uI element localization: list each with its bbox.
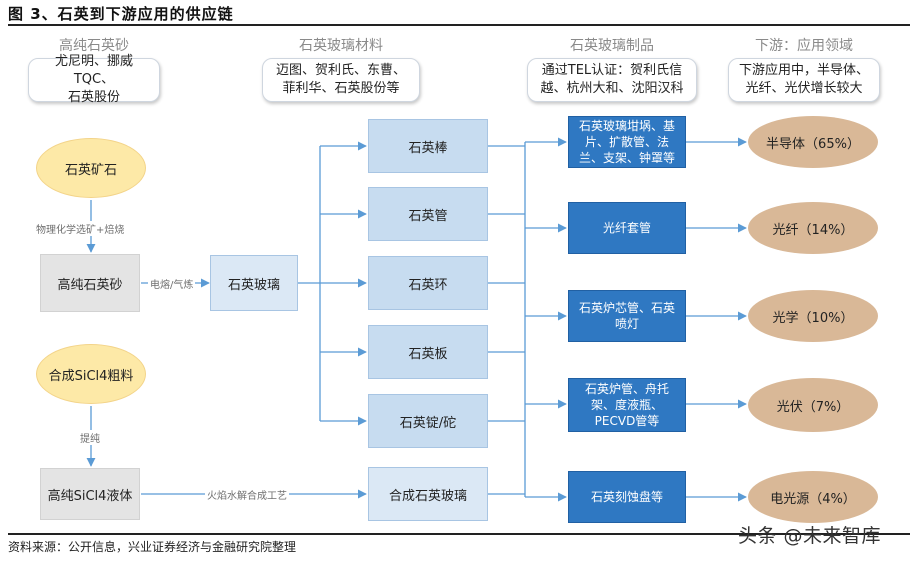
material-quartz-plate: 石英板 [368,325,488,379]
product-fiber-sleeve: 光纤套管 [568,202,686,254]
bottom-rule [8,533,910,535]
material-quartz-rod: 石英棒 [368,119,488,173]
quartz-ore-node: 石英矿石 [36,138,146,198]
header-sand: 高纯石英砂 [59,38,129,54]
top-rule [8,24,910,26]
material-quartz-ingot: 石英锭/砣 [368,394,488,448]
application-photovoltaic: 光伏（7%） [748,378,878,432]
header-products: 石英玻璃制品 [570,38,654,54]
label-purification: 提纯 [78,430,102,445]
high-purity-sand-node: 高纯石英砂 [40,254,140,312]
material-quartz-tube: 石英管 [368,187,488,241]
quartz-glass-node: 石英玻璃 [210,255,298,311]
sicl4-liquid-node: 高纯SiCl4液体 [40,468,140,520]
products-certified-box: 通过TEL认证：贺利氏信越、杭州大和、沈阳汉科 [527,58,697,102]
label-melting: 电熔/气炼 [148,276,196,291]
label-beneficiation: 物理化学选矿+焙烧 [34,221,127,236]
label-flame-hydrolysis: 火焰水解合成工艺 [205,487,289,502]
sicl4-raw-node: 合成SiCl4粗料 [36,344,146,404]
product-furnace-core-tube: 石英炉芯管、石英喷灯 [568,290,686,342]
source-note: 资料来源：公开信息，兴业证券经济与金融研究院整理 [8,540,297,554]
material-quartz-ring: 石英环 [368,256,488,310]
materials-suppliers-box: 迈图、贺利氏、东曹、菲利华、石英股份等 [262,58,420,102]
application-electric-light-source: 电光源（4%） [748,471,878,523]
sand-suppliers-box: 尤尼明、挪威TQC、石英股份 [28,54,160,105]
application-optical-fiber: 光纤（14%） [748,202,878,254]
watermark-text: 头条 @未来智库 [738,525,882,547]
synthetic-quartz-glass-node: 合成石英玻璃 [368,467,488,521]
application-semiconductor: 半导体（65%） [748,116,878,168]
application-optics: 光学（10%） [748,290,878,342]
product-crucible-set: 石英玻璃坩埚、基片、扩散管、法兰、支架、钟罩等 [568,116,686,168]
figure-title: 图 3、石英到下游应用的供应链 [8,5,234,23]
header-materials: 石英玻璃材料 [299,38,383,54]
header-applications: 下游：应用领域 [755,38,853,54]
applications-growth-box: 下游应用中，半导体、光纤、光伏增长较大 [728,58,880,102]
product-furnace-tube-set: 石英炉管、舟托架、度液瓶、PECVD管等 [568,378,686,432]
product-etching-disc: 石英刻蚀盘等 [568,471,686,523]
